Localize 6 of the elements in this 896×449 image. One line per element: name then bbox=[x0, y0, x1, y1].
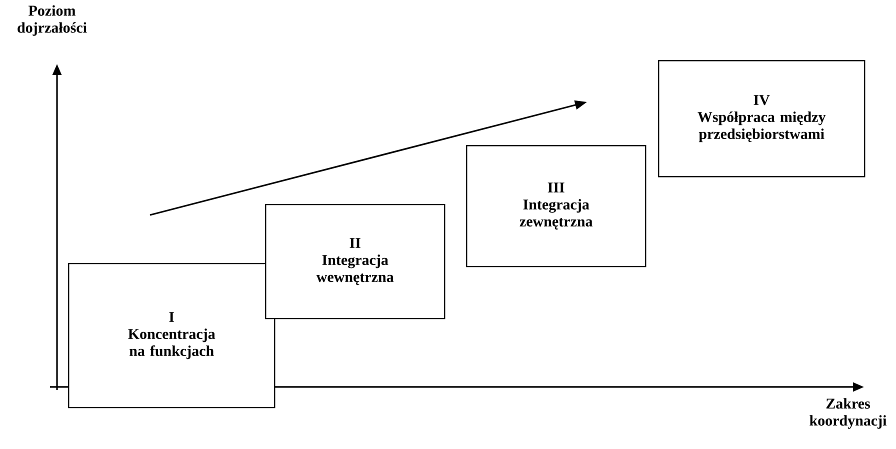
stage-box: III Integracja zewnętrzna bbox=[466, 145, 646, 268]
stage-box: IV Współpraca między przedsiębiorstwami bbox=[658, 60, 866, 178]
stage-box: II Integracja wewnętrzna bbox=[265, 204, 446, 320]
stage-box: I Koncentracja na funkcjach bbox=[68, 262, 276, 408]
axis-title: Zakres koordynacji bbox=[810, 398, 887, 429]
axis-title: Poziom dojrzałości bbox=[18, 5, 87, 36]
